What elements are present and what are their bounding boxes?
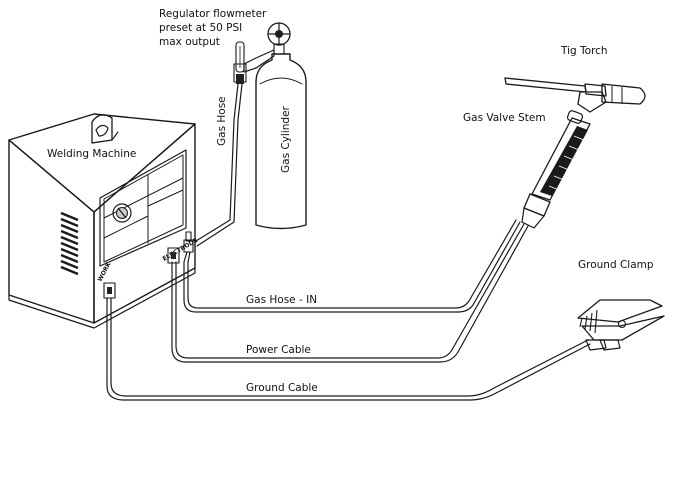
svg-text:max output: max output bbox=[159, 36, 220, 48]
machine-front-panel bbox=[99, 149, 187, 267]
gas-valve-stem[interactable] bbox=[566, 110, 584, 124]
tig-torch: Tig Torch Gas Valve Stem bbox=[463, 45, 646, 229]
gas-cylinder: Gas Cylinder bbox=[255, 53, 307, 230]
gas-inlet-fitting bbox=[183, 231, 194, 253]
gas-hose-vertical-label: Gas Hose bbox=[216, 96, 228, 146]
tig-torch-label: Tig Torch bbox=[560, 45, 608, 57]
ground-clamp: Ground Clamp bbox=[577, 259, 665, 351]
machine-dial-knob[interactable] bbox=[112, 203, 132, 223]
gas-hose-in: Gas Hose - IN bbox=[183, 219, 521, 313]
work-port: WORK bbox=[97, 261, 116, 299]
gas-valve-stem-label: Gas Valve Stem bbox=[463, 112, 546, 124]
ground-clamp-label: Ground Clamp bbox=[578, 259, 654, 271]
svg-text:Regulator flowmeter: Regulator flowmeter bbox=[159, 8, 267, 20]
work-port-label: WORK bbox=[97, 261, 113, 283]
gas-hose-in-label: Gas Hose - IN bbox=[246, 294, 317, 306]
gas-cylinder-label: Gas Cylinder bbox=[280, 105, 292, 173]
ground-cable: Ground Cable bbox=[106, 297, 591, 401]
ground-cable-label: Ground Cable bbox=[246, 382, 318, 394]
power-cable-label: Power Cable bbox=[246, 344, 311, 356]
machine-handle bbox=[91, 114, 119, 144]
machine-vents bbox=[60, 211, 79, 276]
gas-hose-supply: Gas Hose bbox=[195, 83, 243, 247]
welding-machine: ELECTRODE WORK Welding Machine bbox=[8, 113, 199, 329]
welding-machine-label: Welding Machine bbox=[47, 148, 136, 160]
regulator-label: Regulator flowmeter preset at 50 PSI max… bbox=[159, 8, 267, 48]
svg-text:preset at 50 PSI: preset at 50 PSI bbox=[159, 22, 242, 34]
regulator-flowmeter[interactable] bbox=[233, 22, 291, 84]
power-cable: Power Cable bbox=[171, 223, 529, 363]
